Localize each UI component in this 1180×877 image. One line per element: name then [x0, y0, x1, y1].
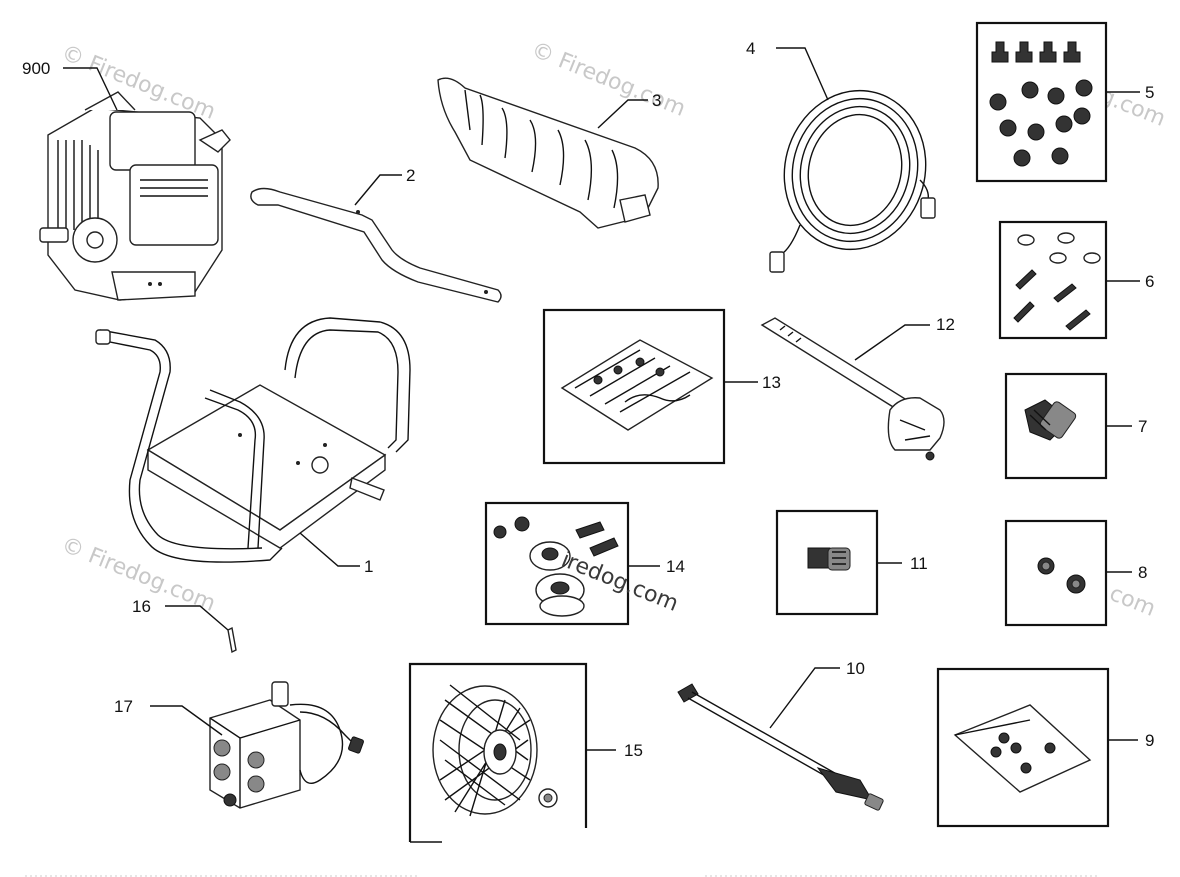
handle-bar-2	[250, 187, 502, 303]
screws-washers-6	[1013, 232, 1101, 331]
studs-nuts-5	[989, 41, 1093, 167]
engine-900	[39, 91, 231, 301]
callout-8: 8	[1138, 563, 1147, 582]
watermark: © Firedog.com	[528, 37, 689, 121]
spray-gun-12	[760, 317, 945, 461]
pump-17	[209, 681, 364, 809]
callout-1: 1	[364, 557, 373, 576]
callout-14: 14	[666, 557, 685, 576]
callout-2: 2	[406, 166, 415, 185]
callout-16: 16	[132, 597, 151, 616]
plugs-8	[1037, 557, 1086, 594]
hose-4	[769, 89, 936, 273]
quick-coupler-7	[1024, 399, 1077, 441]
kit-box-8	[1004, 519, 1108, 627]
housing-3	[437, 77, 659, 229]
callout-3: 3	[652, 91, 661, 110]
callout-12: 12	[936, 315, 955, 334]
wand-10	[677, 683, 884, 811]
callout-17: 17	[114, 697, 133, 716]
pin-16	[227, 626, 237, 654]
wheel-hardware-14	[493, 516, 619, 617]
callout-15: 15	[624, 741, 643, 760]
kit-box-15	[408, 662, 588, 842]
callout-5: 5	[1145, 83, 1154, 102]
callout-9: 9	[1145, 731, 1154, 750]
callout-4: 4	[746, 39, 755, 58]
frame-1	[95, 317, 411, 563]
nozzle-pack-9	[953, 704, 1092, 793]
callout-13: 13	[762, 373, 781, 392]
callout-7: 7	[1138, 417, 1147, 436]
wheel-15	[432, 684, 558, 817]
callout-900: 900	[22, 59, 50, 78]
callout-6: 6	[1145, 272, 1154, 291]
callout-10: 10	[846, 659, 865, 678]
decal-13	[560, 339, 714, 431]
callout-11: 11	[910, 554, 928, 573]
adapter-11	[807, 547, 851, 571]
